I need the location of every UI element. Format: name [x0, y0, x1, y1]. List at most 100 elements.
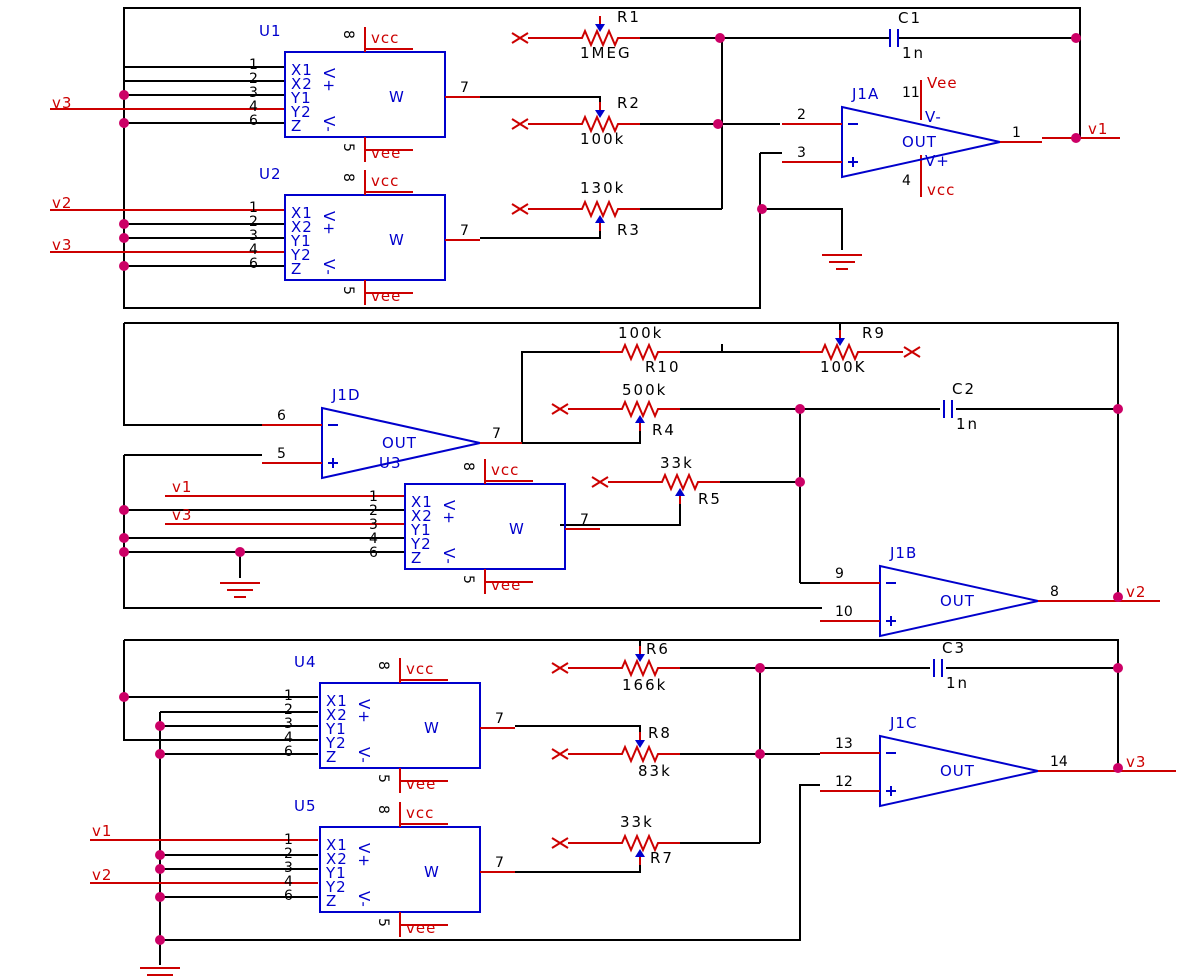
vee-net-label: vee	[406, 919, 436, 937]
junction-dot	[155, 721, 165, 731]
vcc-net-label: vcc	[406, 660, 434, 678]
junction-dot	[119, 261, 129, 271]
resistor-value: 83k	[638, 762, 672, 780]
pin-number: 6	[284, 744, 293, 760]
supply-pin-5: 5	[340, 286, 356, 295]
capacitor-value: 1n	[956, 415, 979, 433]
capacitor-value: 1n	[946, 674, 969, 692]
junction-dot	[155, 749, 165, 759]
opamp-j1a	[782, 105, 1042, 179]
net-label-v3: v3	[1126, 753, 1146, 771]
pin-number: 6	[249, 256, 258, 272]
pin-number: 1	[249, 57, 258, 73]
junction-dot	[755, 663, 765, 673]
resistor-r7	[600, 833, 680, 865]
wire	[123, 153, 761, 309]
supply-pin-5: 5	[340, 143, 356, 152]
vee-net-label: vee	[371, 287, 401, 305]
resistor-value: 100k	[580, 130, 625, 148]
output-port-label: W	[389, 231, 405, 249]
junction-dot	[1113, 763, 1123, 773]
opamp-inv-pin: 9	[835, 566, 844, 582]
multiplier-u5	[319, 802, 515, 937]
pin-number: 4	[284, 730, 293, 746]
pin-number: 2	[284, 846, 293, 862]
output-port-label: W	[509, 520, 525, 538]
opamp-noninv-pin: 3	[797, 145, 806, 161]
net-label-v2: v2	[1126, 583, 1146, 601]
pin-number: 2	[284, 702, 293, 718]
pin-number: 1	[284, 832, 293, 848]
opamp-vpos-pin: 4	[902, 173, 911, 189]
port-label-z: Z	[411, 549, 422, 567]
opamp-triangle	[879, 564, 1039, 638]
port-label-y1: Y1	[410, 521, 432, 539]
junction-dot	[757, 204, 767, 214]
junction-dot	[713, 119, 723, 129]
capacitor-value: 1n	[902, 44, 925, 62]
vneg-label: V-	[440, 548, 458, 565]
vpos-label: V+	[320, 68, 338, 93]
resistor-name: R4	[652, 421, 676, 439]
vpos-label: V+	[355, 699, 373, 724]
vneg-label: V-	[355, 891, 373, 908]
multiplier-name: U1	[259, 22, 282, 40]
output-pin-number: 7	[495, 711, 504, 727]
supply-pin-8: 8	[340, 30, 356, 39]
net-label-v2: v2	[52, 194, 72, 212]
port-label-y2: Y2	[410, 535, 432, 553]
wire	[760, 208, 843, 250]
wire	[160, 784, 820, 941]
opamp-out-label: OUT	[940, 762, 975, 780]
resistor-zigzag	[640, 472, 720, 492]
port-label-x1: X1	[291, 204, 313, 222]
junction-dot	[119, 547, 129, 557]
opamp-vee-label: Vee	[927, 74, 958, 92]
capacitor-name: C1	[898, 9, 922, 27]
junction-dot	[715, 33, 725, 43]
opamp-vneg-label: V-	[925, 108, 942, 126]
output-port-label: W	[424, 863, 440, 881]
opamp-name: J1D	[331, 386, 361, 404]
supply-pin-5: 5	[460, 575, 476, 584]
ground-symbol	[822, 254, 862, 270]
opamp-triangle	[841, 105, 1001, 179]
junction-dot	[155, 892, 165, 902]
no-connect-mark	[511, 32, 529, 44]
port-label-x2: X2	[291, 75, 313, 93]
ground-symbol	[140, 967, 180, 976]
opamp-out-pin: 1	[1012, 125, 1021, 141]
opamp-name: J1C	[889, 714, 917, 732]
no-connect-mark	[903, 346, 921, 358]
port-label-y2: Y2	[290, 246, 312, 264]
output-pin-number: 7	[460, 80, 469, 96]
no-connect-mark	[551, 748, 569, 760]
opamp-out-label: OUT	[940, 592, 975, 610]
opamp-out-pin: 14	[1050, 754, 1068, 770]
junction-dot	[1113, 404, 1123, 414]
pin-number: 1	[284, 688, 293, 704]
opamp-inv-pin: 13	[835, 736, 853, 752]
no-connect-mark	[551, 837, 569, 849]
junction-dot	[235, 547, 245, 557]
resistor-name: R2	[617, 94, 641, 112]
junction-dot	[119, 533, 129, 543]
port-label-x1: X1	[326, 692, 348, 710]
no-connect-mark	[551, 662, 569, 674]
wire	[560, 504, 681, 526]
multiplier-name: U5	[294, 797, 317, 815]
opamp-out-pin: 7	[492, 426, 501, 442]
opamp-triangle	[321, 406, 481, 480]
junction-dot	[1071, 33, 1081, 43]
resistor-zigzag	[600, 744, 680, 764]
port-label-x2: X2	[291, 218, 313, 236]
junction-dot	[155, 864, 165, 874]
resistor-zigzag	[600, 658, 680, 678]
junction-dot	[795, 404, 805, 414]
opamp-name: J1B	[889, 544, 917, 562]
port-label-y1: Y1	[325, 864, 347, 882]
wire	[515, 865, 641, 873]
junction-dot	[119, 219, 129, 229]
vpos-label: V+	[320, 211, 338, 236]
